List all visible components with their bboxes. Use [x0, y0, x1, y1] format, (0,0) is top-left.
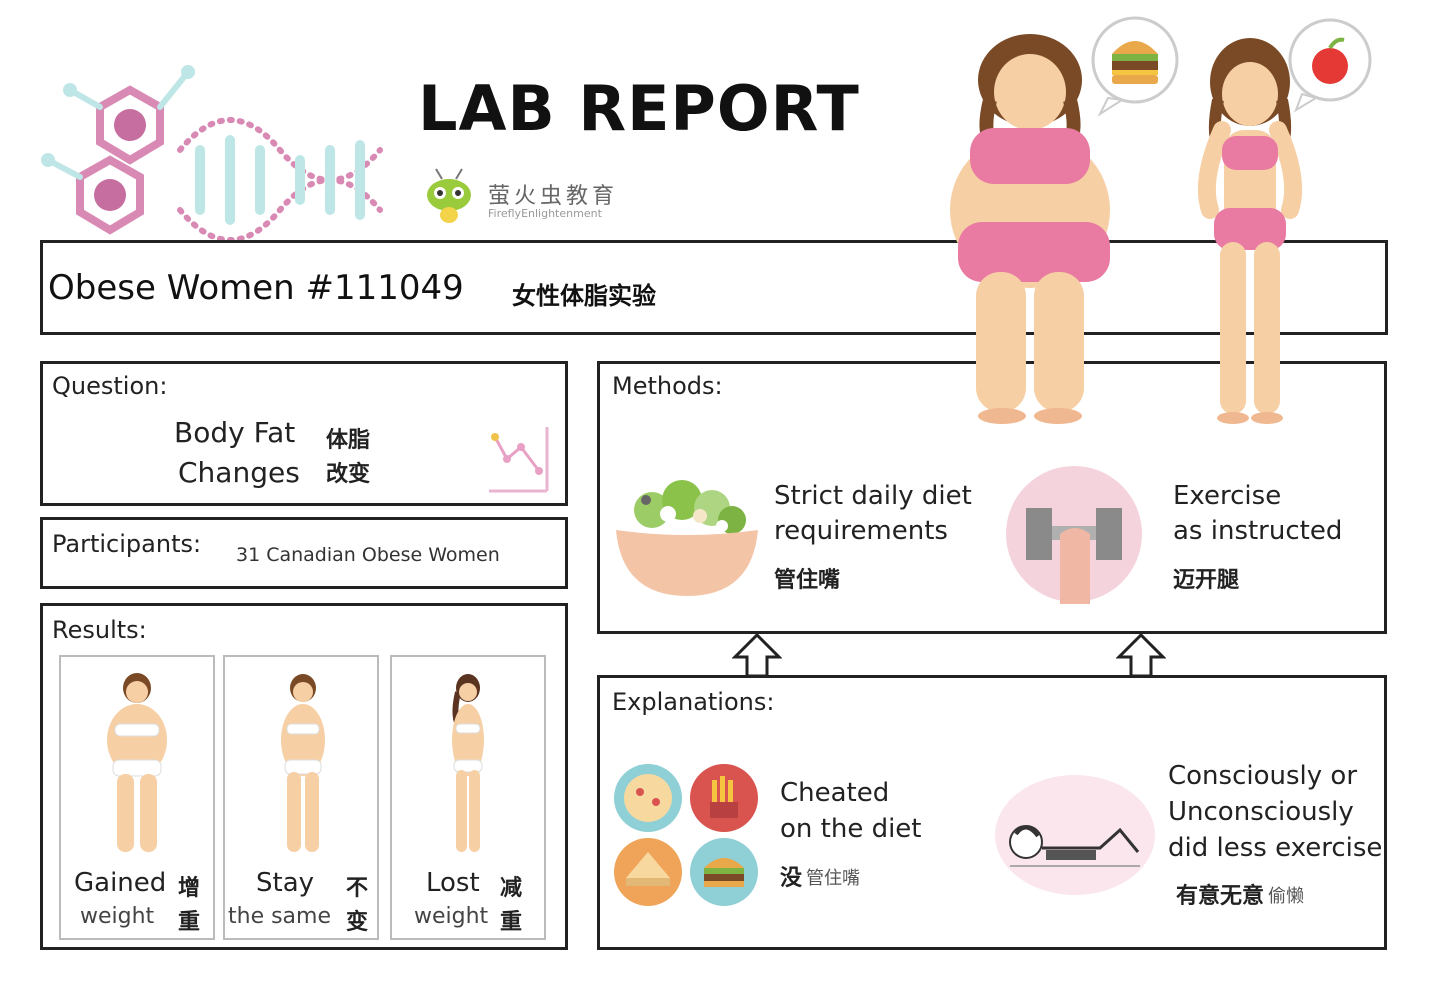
molecule-icon	[76, 85, 164, 235]
question-line2: Changes	[178, 456, 300, 489]
pizza-icon	[614, 764, 682, 832]
fries-icon	[690, 764, 758, 832]
question-line1: Body Fat	[174, 416, 296, 449]
result-card-gained-line2: weight	[80, 904, 155, 929]
question-box	[40, 361, 568, 506]
apple-icon	[1288, 18, 1372, 113]
method-diet-line2: requirements	[774, 516, 948, 546]
result-card-same-line2: the same	[228, 904, 332, 929]
slim-woman-icon	[1197, 38, 1303, 424]
burger-food-icon	[690, 838, 758, 906]
woman-gained-icon	[107, 673, 167, 852]
woman-lost-icon	[452, 674, 484, 852]
women-illustration	[950, 16, 1372, 424]
explanation-less-line2: Unconsciously	[1168, 797, 1354, 827]
results-label: Results:	[52, 616, 147, 644]
firefly-icon	[427, 168, 471, 223]
explanation-cheat-line2: on the diet	[780, 814, 922, 844]
burger-icon	[1091, 16, 1179, 117]
method-exercise-line1: Exercise	[1173, 481, 1282, 511]
explanation-less-cn-a: 有意无意	[1176, 884, 1265, 909]
result-card-gained-cn2: 重	[178, 910, 201, 935]
logo-text-cn: 萤火虫教育	[488, 184, 619, 209]
question-label: Question:	[52, 372, 168, 400]
result-card-lost-line2: weight	[414, 904, 489, 929]
methods-label: Methods:	[612, 372, 723, 400]
method-exercise-line2: as instructed	[1173, 516, 1343, 546]
dumbbell-icon	[1006, 466, 1142, 604]
method-diet-line1: Strict daily diet	[774, 481, 972, 511]
method-diet-cn: 管住嘴	[774, 568, 841, 593]
explanation-cheat-cn-a: 没	[780, 866, 803, 891]
junk-food-icons	[614, 764, 758, 906]
lazy-person-icon	[995, 775, 1155, 895]
molecule-dna-decoration	[41, 65, 383, 243]
experiment-title-cn: 女性体脂实验	[512, 282, 656, 310]
dna-helix-icon	[177, 117, 383, 243]
explanation-cheat-line1: Cheated	[780, 778, 890, 808]
result-card-gained-line1: Gained	[74, 868, 167, 898]
salad-bowl-icon	[616, 480, 758, 596]
result-card-same-line1: Stay	[256, 868, 315, 898]
line-chart-icon	[489, 427, 549, 493]
page-title: LAB REPORT	[418, 72, 860, 145]
explanation-less-cn-b: 偷懒	[1268, 886, 1304, 907]
arrow-up-icon	[1116, 632, 1166, 678]
participants-box	[40, 517, 568, 589]
explanation-cheat-cn-b: 管住嘴	[806, 868, 860, 889]
method-exercise-cn: 迈开腿	[1173, 568, 1240, 593]
result-card-lost-cn1: 减	[500, 876, 523, 901]
question-line1-cn: 体脂	[326, 428, 371, 453]
result-card-same-cn2: 变	[346, 910, 369, 935]
result-card-lost-line1: Lost	[426, 868, 480, 898]
result-card-lost-cn2: 重	[500, 910, 523, 935]
woman-same-icon	[281, 674, 325, 852]
explanations-label: Explanations:	[612, 688, 775, 716]
obese-woman-icon	[950, 34, 1110, 424]
explanation-less-line3: did less exercise	[1168, 833, 1383, 863]
result-card-gained-cn1: 增	[178, 876, 201, 901]
question-line2-cn: 改变	[326, 462, 371, 487]
explanation-less-line1: Consciously or	[1168, 761, 1358, 791]
experiment-title-box	[40, 240, 1388, 335]
result-card-lost	[390, 655, 546, 940]
experiment-title: Obese Women #111049	[48, 268, 464, 308]
arrow-up-icon	[732, 632, 782, 678]
participants-value: 31 Canadian Obese Women	[236, 544, 500, 566]
logo-text-en: FireflyEnlightenment	[488, 207, 602, 220]
participants-label: Participants:	[52, 530, 202, 558]
sandwich-icon	[614, 838, 682, 906]
result-card-same-cn1: 不	[346, 876, 369, 901]
